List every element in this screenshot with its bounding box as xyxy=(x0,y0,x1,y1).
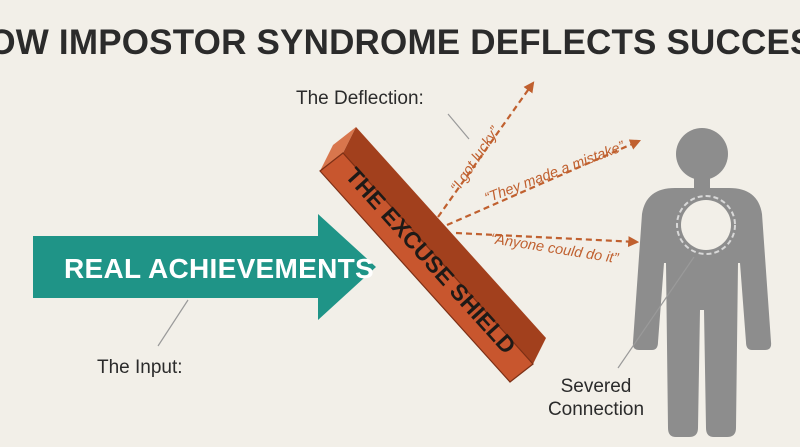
person-silhouette xyxy=(632,128,772,437)
heart-hole-dashed-ring xyxy=(676,195,736,255)
severed-leader-line xyxy=(617,256,695,369)
deflection-caption: The Deflection: xyxy=(296,88,424,109)
person-body xyxy=(632,188,772,437)
quote-made-mistake: “They made a mistake” xyxy=(483,138,628,206)
severed-caption-line2: Connection xyxy=(548,399,644,420)
page-title: HOW IMPOSTOR SYNDROME DEFLECTS SUCCESS xyxy=(0,23,800,62)
input-arrow-label: REAL ACHIEVEMENTS xyxy=(64,253,374,284)
input-arrow: REAL ACHIEVEMENTS xyxy=(33,214,376,320)
heart-hole xyxy=(681,200,731,250)
deflection-arrow-2 xyxy=(446,139,642,227)
shield-front-face xyxy=(319,152,534,383)
shield-top-face xyxy=(320,127,356,171)
shield-side-face xyxy=(343,127,546,364)
quote-anyone-could: “Anyone could do it” xyxy=(489,231,620,267)
deflection-leader-line xyxy=(447,113,470,140)
input-caption: The Input: xyxy=(97,357,183,378)
person-head xyxy=(676,128,728,180)
input-leader-line xyxy=(157,299,189,347)
person-neck xyxy=(694,176,710,190)
deflection-arrow-3 xyxy=(455,231,640,248)
input-arrow-shape xyxy=(33,214,376,320)
quote-got-lucky: “I got lucky” xyxy=(448,123,504,195)
severed-caption-line1: Severed xyxy=(561,376,632,397)
deflection-arrow-1 xyxy=(437,81,535,218)
